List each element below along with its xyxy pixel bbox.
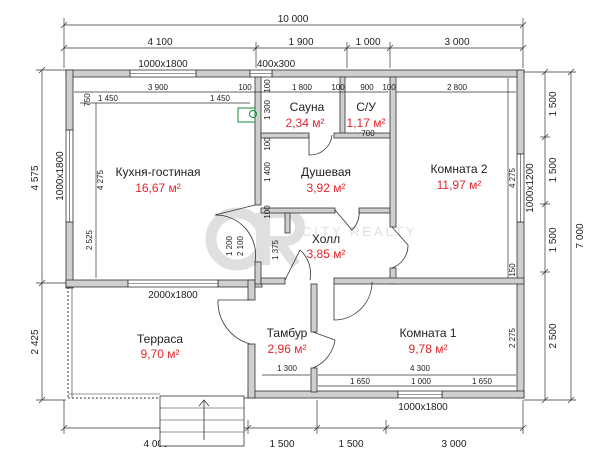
dim-left-upper: 4 575 — [30, 165, 41, 190]
dim-top-seg4: 3 000 — [444, 37, 469, 48]
exterior-walls — [65, 69, 525, 399]
dim-1450a: 1 450 — [98, 94, 119, 103]
dim-right-seg2: 1 500 — [548, 157, 559, 182]
dim-right-seg3: 1 500 — [548, 227, 559, 252]
dim-100a: 100 — [238, 83, 252, 92]
inner-dimensions: 3 900 100 1 800 100 900 100 2 800 1 450 … — [74, 78, 517, 387]
room-name-sauna: Сауна — [290, 100, 325, 114]
dim-100b: 100 — [331, 83, 345, 92]
dim-1200: 1 200 — [225, 235, 234, 256]
dim-bottom-seg4: 3 000 — [441, 439, 466, 450]
dim-1375: 1 375 — [271, 239, 280, 260]
room-name-vestibule: Тамбур — [267, 326, 308, 340]
room-area-vestibule: 2,96 м² — [268, 342, 307, 356]
dim-1650a: 1 650 — [350, 377, 371, 386]
dim-2275: 2 275 — [508, 327, 517, 348]
dim-right-seg4: 2 500 — [548, 323, 559, 348]
window-label-kitchen-top: 1000x1800 — [138, 59, 188, 70]
room-area-kitchen: 16,67 м² — [135, 181, 181, 195]
dim-100f: 100 — [263, 205, 272, 219]
window-label-left: 1000x1800 — [55, 151, 66, 201]
dim-1300b: 1 300 — [277, 364, 298, 373]
dim-900: 900 — [360, 83, 374, 92]
dim-1450b: 1 450 — [210, 94, 231, 103]
bottom-dimensions: 4 000 1 500 1 500 3 000 — [60, 400, 527, 450]
room-name-shower: Душевая — [301, 165, 351, 179]
window-label-bottom: 1000x1800 — [398, 402, 448, 413]
dim-1650b: 1 650 — [472, 377, 493, 386]
room-name-terrace: Терраса — [137, 332, 183, 346]
window-label-right: 1000x1200 — [525, 163, 536, 213]
room-area-room2: 11,97 м² — [437, 178, 482, 192]
window-label-top-mid: 400x300 — [257, 59, 296, 70]
dim-700: 700 — [361, 129, 375, 138]
dim-100e: 100 — [263, 137, 272, 151]
top-dimensions: 10 000 4 100 1 900 1 000 3 000 — [60, 14, 527, 68]
dim-top-seg2: 1 900 — [288, 37, 313, 48]
room-name-hall: Холл — [312, 232, 340, 246]
dim-3900: 3 900 — [148, 83, 169, 92]
dim-bottom-seg1: 4 000 — [143, 439, 168, 450]
dim-bottom-seg3: 1 500 — [338, 439, 363, 450]
window-label-terrace: 2000x1800 — [148, 290, 198, 301]
window-labels: 1000x1800 400x300 1000x1800 1000x1200 20… — [55, 59, 536, 413]
dim-2800: 2 800 — [447, 83, 468, 92]
dim-2525: 2 525 — [85, 229, 94, 250]
room-name-kitchen: Кухня-гостиная — [116, 165, 201, 179]
room-area-shower: 3,92 м² — [307, 181, 346, 195]
room-name-room2: Комната 2 — [431, 162, 488, 176]
dim-4275b: 4 275 — [508, 167, 517, 188]
dim-100c: 100 — [382, 83, 396, 92]
right-dimensions: 1 500 1 500 1 500 2 500 7 000 — [524, 68, 586, 404]
terrace-stairs — [159, 395, 245, 447]
dim-150: 150 — [508, 263, 517, 277]
room-name-wc: С/У — [356, 100, 376, 114]
dim-100d: 100 — [263, 79, 272, 93]
dim-1800: 1 800 — [292, 83, 313, 92]
dim-top-total: 10 000 — [278, 14, 309, 25]
dim-right-seg1: 1 500 — [548, 91, 559, 116]
dim-top-seg1: 4 100 — [147, 37, 172, 48]
left-dimensions: 4 575 2 425 — [30, 66, 66, 404]
room-name-room1: Комната 1 — [400, 326, 457, 340]
dim-2100: 2 100 — [236, 235, 245, 256]
dim-top-seg3: 1 000 — [355, 37, 380, 48]
dim-1000: 1 000 — [411, 377, 432, 386]
dim-1300: 1 300 — [263, 99, 272, 120]
dim-1400: 1 400 — [263, 161, 272, 182]
room-labels: Кухня-гостиная 16,67 м² Сауна 2,34 м² С/… — [116, 100, 488, 361]
watermark-text: CITY REALTY — [302, 224, 418, 239]
door-swings — [214, 134, 409, 369]
room-area-wc: 1,17 м² — [347, 116, 386, 130]
terrace-railing — [67, 287, 248, 399]
room-area-terrace: 9,70 м² — [141, 347, 180, 361]
boiler-icon — [237, 107, 257, 123]
interior-walls — [254, 76, 525, 393]
dim-750: 750 — [83, 93, 92, 107]
dim-left-lower: 2 425 — [30, 329, 41, 354]
room-area-sauna: 2,34 м² — [286, 116, 325, 130]
room-area-hall: 3,85 м² — [307, 247, 346, 261]
dim-right-total: 7 000 — [575, 223, 586, 248]
dim-bottom-seg2: 1 500 — [269, 439, 294, 450]
dim-4300: 4 300 — [410, 364, 431, 373]
room-area-room1: 9,78 м² — [409, 342, 448, 356]
dim-4275a: 4 275 — [96, 169, 105, 190]
